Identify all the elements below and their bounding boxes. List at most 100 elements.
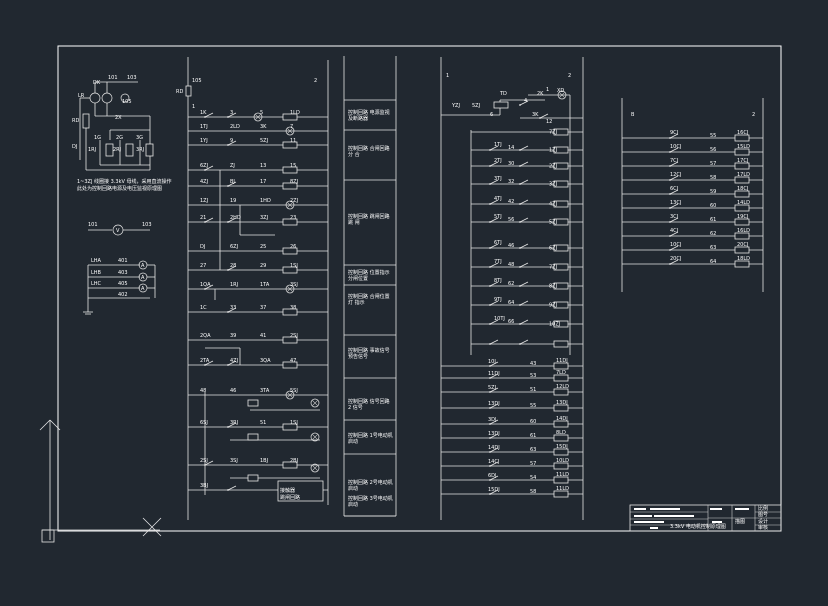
sig-lower-left: 13DJ [488, 431, 500, 437]
sig-rung-num: 42 [508, 199, 514, 205]
rb-mid-label: 56 [710, 147, 716, 153]
rb-left-label: 12CJ [670, 172, 681, 178]
desc-sub-6: 2 信号 [348, 404, 363, 411]
sig-rung-num: 30 [508, 161, 514, 167]
ctrl-node-label: 2ZJ [290, 198, 298, 204]
tb-sub: 3.3kV 电动机控制原理图 [670, 523, 726, 530]
desc-title-9: 控制回路 3号电动机 [348, 495, 393, 502]
ctrl-node-label: 51 [260, 420, 266, 426]
sig-lower-right: 12LD [556, 384, 569, 390]
sig-top-label: 2K [537, 91, 544, 97]
sig-lower-left: 14CJ [488, 459, 499, 465]
left-top-label: RD [72, 118, 79, 124]
sig-top-label: 4 [524, 98, 527, 104]
ctrl-node-label: 4ZJ [230, 358, 238, 364]
ctrl-node-label: 2SJ [290, 333, 298, 339]
desc-title-1: 控制回路 合闸回路 [348, 145, 390, 152]
sig-rung-coil: 3ZJ [549, 182, 557, 188]
rb-right-label: 15LD [737, 144, 750, 150]
ctrl-node-label: 2QA [200, 333, 211, 339]
ctrl-node-label: 1BJ [260, 458, 268, 464]
sig-rung-coil: 8ZJ [549, 284, 557, 290]
meter-label: LHC [91, 281, 102, 287]
sig-top-label: XD [557, 88, 564, 94]
left-note-line1: 1~3ZJ 线圈接 3.3kV 母线，采用直流操作 [77, 178, 172, 185]
left-top-label: 1RJ [88, 147, 96, 153]
volt-label-103: 103 [142, 222, 152, 228]
sig-lower-num: 61 [530, 433, 536, 439]
meter-label: 403 [118, 270, 128, 276]
tb-row-4: 审核 [758, 524, 768, 531]
desc-title-6: 控制回路 信号回路 [348, 398, 390, 405]
sig-rung-left: 9TJ [494, 297, 502, 303]
ctrl-node-label: 1TJ [200, 124, 208, 130]
sig-lower-left: 11DJ [488, 371, 500, 377]
rb-left-label: 10CJ [670, 242, 681, 248]
sig-lower-num: 63 [530, 447, 536, 453]
sig-rung-left: 1TJ [494, 142, 502, 148]
ctrl-top-2: 2 [314, 78, 317, 84]
rb-left-label: 3CJ [670, 214, 678, 220]
ctrl-node-label: 25 [260, 244, 266, 250]
ctrl-node-label: 48 [200, 388, 206, 394]
sig-rung-left: 7TJ [494, 259, 502, 265]
sig-top-label: 1 [546, 87, 549, 93]
rb-right-label: 20CJ [737, 242, 748, 248]
sig-rung-left: 3TJ [494, 176, 502, 182]
desc-sub-1: 分 合 [348, 151, 360, 158]
ctrl-node-label: 33 [230, 305, 236, 311]
sig-lower-num: 60 [530, 419, 536, 425]
rb-right-label: 17CJ [737, 158, 748, 164]
ctrl-node-label: 1YJ [200, 138, 208, 144]
rb-mid-label: 64 [710, 259, 716, 265]
sig-lower-right: 11DJ [556, 358, 568, 364]
sig-rung-num: 48 [508, 262, 514, 268]
sig-rung-num: 32 [508, 179, 514, 185]
desc-title-5: 控制回路 事故信号 [348, 347, 390, 354]
sig-lower-num: 54 [530, 475, 536, 481]
ctrl-node-label: 3TA [260, 388, 270, 394]
left-top-label: 1G [94, 135, 101, 141]
ctrl-node-label: 1K [200, 110, 207, 116]
meter-label: 401 [118, 258, 128, 264]
sig-lower-right: 8LD [556, 430, 566, 436]
sig-rung-num: 56 [508, 217, 514, 223]
ctrl-node-label: 23 [290, 215, 296, 221]
sig-lower-num: 51 [530, 387, 536, 393]
rb-right-label: 16CJ [737, 130, 748, 136]
ctrl-node-label: 39 [230, 333, 236, 339]
sig-lower-left: 14DJ [488, 445, 500, 451]
ctrl-top-105: 105 [192, 78, 202, 84]
sig-rung-coil: 6ZJ [549, 246, 557, 252]
left-top-label: 105 [122, 99, 132, 105]
ucs-icon [39, 419, 162, 543]
sig-rung-coil: 1ZJ [549, 148, 557, 154]
left-top-label: 2RJ [113, 147, 121, 153]
ctrl-node-label: 37 [260, 305, 266, 311]
left-note-line2: 此处为控制回路电源及电压监视原理图 [77, 185, 162, 192]
sig-lower-left: 3DJ [488, 417, 497, 423]
desc-title-4: 控制回路 合闸位置 [348, 293, 390, 300]
ctrl-node-label: 1C [200, 305, 207, 311]
ctrl-node-label: 17 [260, 179, 266, 185]
ctrl-node-label: 47 [290, 358, 296, 364]
rb-mid-label: 55 [710, 133, 716, 139]
left-top-label: 2G [116, 135, 123, 141]
sig-lower-num: 57 [530, 461, 536, 467]
rb-left-label: 13CJ [670, 200, 681, 206]
sig-rung-left: 10TJ [494, 316, 505, 322]
ctrl-node-label: 28 [230, 263, 236, 269]
sig-lower-num: 58 [530, 489, 536, 495]
ctrl-node-label: 4ZJ [200, 179, 208, 185]
sig-lower-right: 7LD [556, 370, 566, 376]
sig-rung-coil: 9ZJ [549, 303, 557, 309]
sig-top-label: TD [499, 91, 507, 97]
left-top-label: LR [78, 93, 85, 99]
meter-label: LHB [91, 270, 102, 276]
sig-lower-right: 10LD [556, 458, 569, 464]
left-top-label: DK [93, 80, 101, 86]
svg-text:A: A [141, 275, 145, 281]
